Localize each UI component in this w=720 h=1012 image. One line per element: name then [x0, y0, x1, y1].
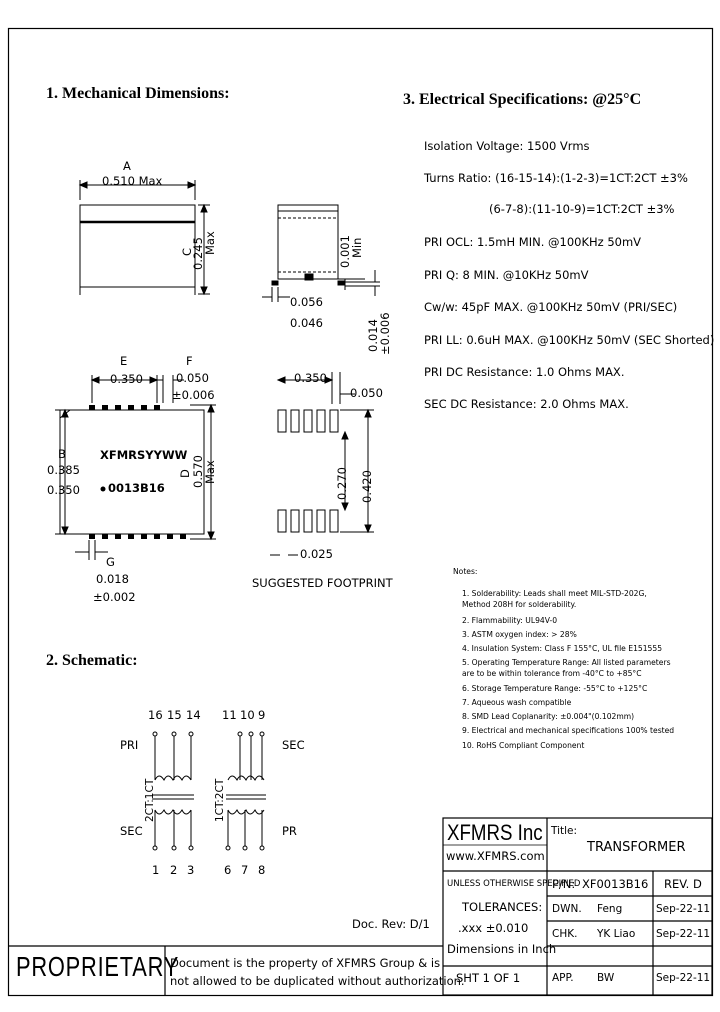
- dim-d-max: Max: [203, 460, 217, 484]
- pri-pin-15: 15: [167, 708, 182, 722]
- dim-f-label: F: [186, 354, 193, 368]
- spec-line: PRI OCL: 1.5mH MIN. @100KHz 50mV: [424, 235, 642, 249]
- note-item: 2. Flammability: UL94V-0: [462, 616, 558, 625]
- tolerance-line-1: UNLESS OTHERWISE SPECIFIED: [447, 879, 581, 889]
- app-name: BW: [597, 972, 615, 984]
- spec-line: (6-7-8):(11-10-9)=1CT:2CT ±3%: [489, 202, 675, 216]
- dim-f-value: 0.050: [176, 371, 209, 385]
- label-pri-right: PR: [282, 824, 297, 838]
- label-sec: SEC: [282, 738, 305, 752]
- sec-pin-7: 7: [241, 863, 249, 877]
- sec-pin-6: 6: [224, 863, 232, 877]
- dim-b-value2: 0.350: [47, 483, 80, 497]
- sec-pin-8: 8: [258, 863, 266, 877]
- ratio-right: 1CT:2CT: [214, 778, 226, 822]
- label-pri: PRI: [120, 738, 139, 752]
- sec-pin-9: 9: [258, 708, 266, 722]
- dim-g-value: 0.018: [96, 572, 129, 586]
- dim-e-label: E: [120, 354, 128, 368]
- dim-046: 0.046: [290, 316, 323, 330]
- note-item: 1. Solderability: Leads shall meet MIL-S…: [462, 589, 647, 598]
- label-sec-left: SEC: [120, 824, 143, 838]
- spec-line: Turns Ratio: (16-15-14):(1-2-3)=1CT:2CT …: [424, 171, 688, 185]
- tolerance-line-2: TOLERANCES:: [462, 900, 543, 914]
- part-marking-2: 0013B16: [108, 481, 165, 495]
- dim-min: Min: [350, 237, 364, 258]
- part-marking-1: XFMRSYYWW: [100, 448, 188, 462]
- spec-line: Isolation Voltage: 1500 Vrms: [424, 139, 590, 153]
- dim-014-tol: ±0.006: [378, 312, 392, 355]
- title-value: TRANSFORMER: [587, 840, 686, 855]
- spec-line: SEC DC Resistance: 2.0 Ohms MAX.: [424, 397, 629, 411]
- company-name: XFMRS Inc: [447, 820, 543, 845]
- dim-b-label: B: [58, 447, 66, 461]
- note-item: 4. Insulation System: Class F 155°C, UL …: [462, 644, 663, 653]
- footprint-label: SUGGESTED FOOTPRINT: [252, 576, 393, 590]
- dim-056: 0.056: [290, 295, 323, 309]
- title-label: Title:: [551, 825, 578, 837]
- fp-420: 0.420: [360, 470, 374, 503]
- dim-c-max: Max: [203, 231, 217, 255]
- dim-a-label: A: [123, 159, 131, 173]
- section2-title: 2. Schematic:: [46, 652, 138, 669]
- dim-b-value1: 0.385: [47, 463, 80, 477]
- spec-line: PRI DC Resistance: 1.0 Ohms MAX.: [424, 365, 625, 379]
- chk-date: Sep-22-11: [656, 928, 711, 940]
- note-item: 3. ASTM oxygen index: > 28%: [462, 630, 577, 639]
- app-label: APP.: [552, 972, 574, 984]
- proprietary-text-2: not allowed to be duplicated without aut…: [170, 974, 465, 988]
- sec-pin-11: 11: [222, 708, 237, 722]
- chk-label: CHK.: [552, 928, 578, 940]
- note-item: 10. RoHS Compliant Component: [462, 741, 585, 750]
- dim-d-label: D: [178, 469, 192, 478]
- proprietary-text-1: Document is the property of XFMRS Group …: [170, 956, 441, 970]
- pri-pin-2: 2: [170, 863, 178, 877]
- sec-pin-10: 10: [240, 708, 255, 722]
- dwn-label: DWN.: [552, 903, 582, 915]
- note-item: are to be within tolerance from -40°C to…: [462, 669, 642, 678]
- dim-g-label: G: [106, 555, 115, 569]
- note-item: Method 208H for solderability.: [462, 600, 577, 609]
- pn-label: P/N:: [552, 877, 576, 891]
- section1-title: 1. Mechanical Dimensions:: [46, 85, 230, 102]
- dwn-name: Feng: [597, 903, 623, 915]
- app-date: Sep-22-11: [656, 972, 711, 984]
- pri-pin-16: 16: [148, 708, 163, 722]
- section3-title: 3. Electrical Specifications: @25°C: [403, 91, 642, 108]
- note-item: 7. Aqueous wash compatible: [462, 698, 572, 707]
- spec-line: PRI LL: 0.6uH MAX. @100KHz 50mV (SEC Sho…: [424, 333, 715, 347]
- dim-f-tol: ±0.006: [172, 388, 215, 402]
- chk-name: YK Liao: [597, 928, 636, 940]
- pri-pin-3: 3: [187, 863, 195, 877]
- notes-title: Notes:: [453, 567, 478, 576]
- spec-line: PRI Q: 8 MIN. @10KHz 50mV: [424, 268, 589, 282]
- note-item: 8. SMD Lead Coplanarity: ±0.004"(0.102mm…: [462, 712, 635, 721]
- note-item: 5. Operating Temperature Range: All list…: [462, 658, 671, 667]
- fp-270: 0.270: [335, 467, 349, 500]
- pri-pin-14: 14: [186, 708, 201, 722]
- fp-350: 0.350: [294, 371, 327, 385]
- fp-050: 0.050: [350, 386, 383, 400]
- rev-value: REV. D: [664, 877, 702, 891]
- doc-revision: Doc. Rev: D/1: [352, 917, 430, 931]
- company-website: www.XFMRS.com: [446, 849, 545, 863]
- pri-pin-1: 1: [152, 863, 160, 877]
- fp-025: 0.025: [300, 547, 333, 561]
- dim-g-tol: ±0.002: [93, 590, 136, 604]
- sheet-number: SHT 1 OF 1: [456, 971, 521, 985]
- dim-e-value: 0.350: [110, 372, 143, 386]
- dwn-date: Sep-22-11: [656, 903, 711, 915]
- dim-a-value: 0.510 Max: [102, 174, 163, 188]
- note-item: 6. Storage Temperature Range: -55°C to +…: [462, 684, 648, 693]
- note-item: 9. Electrical and mechanical specificati…: [462, 726, 675, 735]
- ratio-left: 2CT:1CT: [144, 778, 156, 822]
- pn-value: XF0013B16: [582, 877, 649, 891]
- spec-line: Cw/w: 45pF MAX. @100KHz 50mV (PRI/SEC): [424, 300, 678, 314]
- proprietary-label: PROPRIETARY: [16, 951, 180, 982]
- tolerance-line-4: Dimensions in Inch: [447, 942, 557, 956]
- tolerance-line-3: .xxx ±0.010: [458, 921, 529, 935]
